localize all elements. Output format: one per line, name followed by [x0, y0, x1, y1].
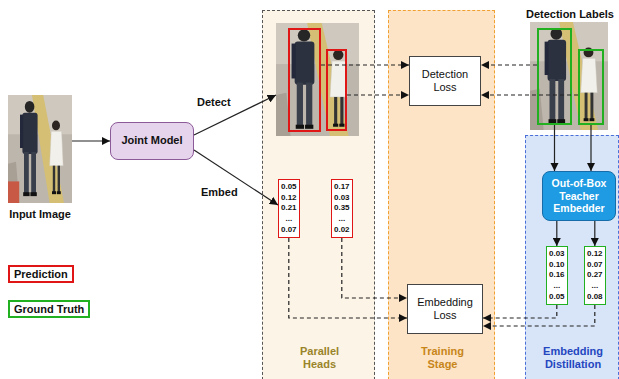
- input-image: Input Image: [8, 95, 72, 203]
- edge-label: Embed: [200, 186, 239, 198]
- loss-box: Detection Loss: [409, 56, 481, 106]
- red-mat: [8, 181, 19, 203]
- panel-label: Embedding Distillation: [543, 345, 603, 370]
- edge-label: Detect: [196, 96, 232, 108]
- label-holder: Training Stage: [408, 345, 478, 371]
- vector-values: 0.03 0.10 0.16 ... 0.05: [549, 249, 565, 302]
- image-heading: Detection Labels: [526, 8, 614, 20]
- label-holder: Embedding Distillation: [538, 345, 608, 371]
- arrow-connector: [72, 140, 110, 141]
- vector-values: 0.05 0.12 0.21 ... 0.07: [281, 182, 297, 235]
- model-box: Out-of-Box Teacher Embedder: [542, 171, 616, 221]
- box-label: Detection Loss: [413, 68, 477, 94]
- label-holder: Parallel Heads: [285, 345, 355, 371]
- street-scene: [530, 22, 608, 130]
- edge-label-holder: Detect: [196, 96, 232, 108]
- group-panel: Embedding Distillation Out-of-Box Teacher…: [525, 135, 619, 379]
- box-label: Embedding Loss: [411, 296, 479, 322]
- street-scene: [8, 95, 72, 203]
- label-image: Detection Labels: [530, 22, 608, 130]
- panel-label: Training Stage: [421, 345, 464, 370]
- label-holder: Detection Labels: [526, 8, 614, 20]
- pedestrian-photo: [8, 95, 72, 203]
- box-label: Joint Model: [121, 134, 182, 147]
- panel-label: Parallel Heads: [300, 345, 339, 370]
- box-label: Out-of-Box Teacher Embedder: [546, 177, 612, 215]
- edge-label-holder: Embed: [200, 186, 239, 198]
- legend-swatch: Ground Truth: [8, 300, 90, 318]
- ground-truth-box: [537, 28, 572, 125]
- street-scene: [276, 23, 359, 136]
- legend-label: Ground Truth: [14, 303, 84, 315]
- pedestrian-photo: [530, 22, 608, 130]
- image-caption: Input Image: [9, 208, 71, 220]
- embedding-vector: 0.12 0.07 0.27 ... 0.08: [584, 246, 606, 305]
- legend-swatch: Prediction: [8, 265, 74, 283]
- prediction-box: [326, 49, 347, 131]
- label-holder: Input Image: [0, 208, 92, 220]
- group-panel: Training Stage Detection LossEmbedding Lo…: [388, 10, 495, 379]
- prediction-box: [288, 28, 321, 132]
- embedding-vector: 0.17 0.03 0.35 ... 0.02: [331, 179, 353, 238]
- embedding-vector: 0.03 0.10 0.16 ... 0.05: [546, 246, 568, 305]
- ground-truth-box: [578, 49, 604, 125]
- vector-values: 0.12 0.07 0.27 ... 0.08: [587, 249, 603, 302]
- vector-values: 0.17 0.03 0.35 ... 0.02: [334, 182, 350, 235]
- embedding-vector: 0.05 0.12 0.21 ... 0.07: [278, 179, 300, 238]
- loss-box: Embedding Loss: [407, 284, 483, 334]
- predicted-image: [276, 23, 359, 136]
- process-box: Joint Model: [110, 122, 194, 160]
- group-panel: Parallel Heads 0.05 0.12 0.21 ... 0.07 0.…: [262, 10, 375, 379]
- legend-label: Prediction: [14, 268, 68, 280]
